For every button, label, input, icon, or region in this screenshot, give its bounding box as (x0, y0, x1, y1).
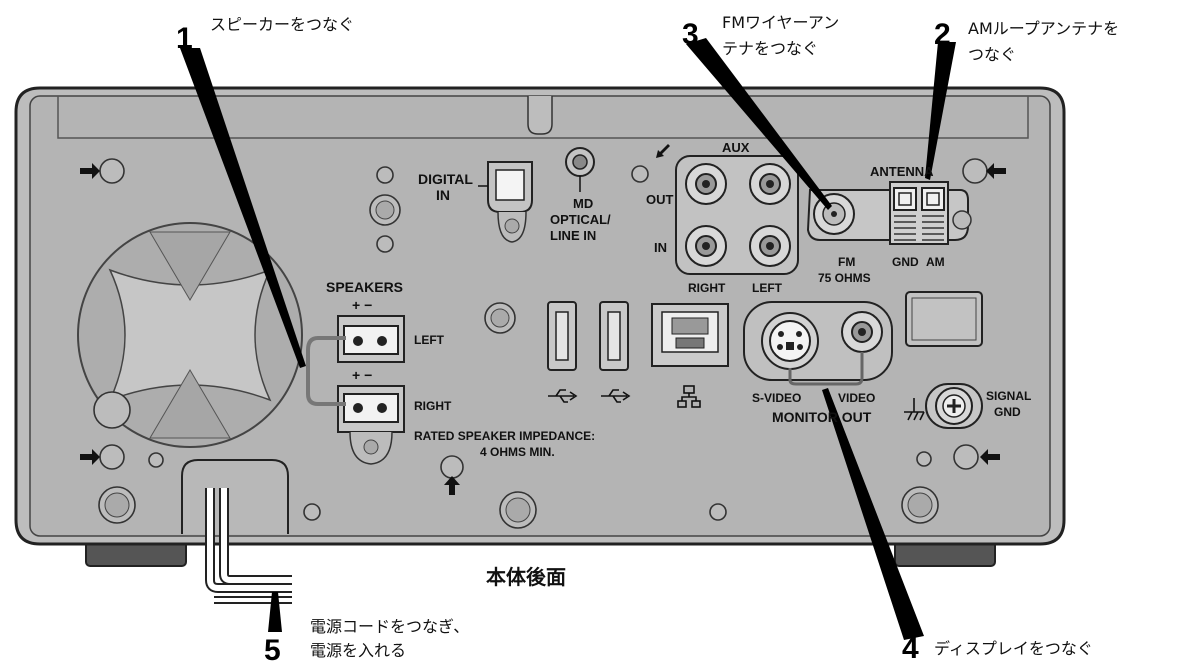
power-cord (181, 459, 292, 604)
arrow-diag-icon (656, 144, 670, 158)
label-in: IN (654, 240, 667, 255)
callout-4-text: ディスプレイをつなぐ (934, 639, 1093, 658)
label-signal: SIGNAL (986, 389, 1031, 403)
label-video: VIDEO (838, 391, 875, 405)
callout-5-number: 5 (264, 634, 281, 661)
callout-3-line2: テナをつなぐ (722, 39, 818, 58)
label-gnd: GND (892, 255, 919, 269)
blank-plate-inner (911, 297, 977, 341)
md-optical-jack (565, 147, 595, 192)
callout-2-line1: AMループアンテナを (968, 19, 1119, 38)
top-rail (57, 96, 1029, 139)
label-signal-gnd: GND (994, 405, 1021, 419)
callout-3-number: 3 (682, 18, 699, 51)
caption: 本体後面 (486, 565, 566, 589)
top-tab (527, 96, 553, 135)
hole-inner (490, 308, 510, 328)
arrow-right-icon (80, 449, 100, 465)
pointer-4 (822, 388, 924, 640)
callout-4-number: 4 (902, 632, 919, 661)
callout-5-line1: 電源コードをつなぎ、 (310, 617, 469, 636)
label-digital-in: IN (436, 187, 450, 203)
hole-inner (907, 492, 933, 518)
label-antenna: ANTENNA (870, 164, 934, 179)
label-aux: AUX (722, 140, 750, 155)
usb-icon (548, 389, 631, 403)
pointer-3 (686, 38, 832, 210)
label-fm: FM (838, 255, 855, 269)
ground-icon (904, 398, 925, 421)
label-impedance-min: 4 OHMS MIN. (480, 445, 555, 459)
label-75-ohms: 75 OHMS (818, 271, 871, 285)
digital-in-port (478, 161, 533, 243)
speaker-terminals (337, 315, 405, 465)
callout-3-line1: FMワイヤーアン (722, 13, 839, 32)
label-monitor-out: MONITOR OUT (772, 409, 872, 425)
label-optical: OPTICAL/ (550, 212, 611, 227)
pointer-5 (268, 592, 282, 632)
callout-2-line2: つなぐ (968, 45, 1016, 64)
lan-port (651, 303, 729, 367)
label-plus-minus-right: + − (352, 367, 372, 383)
antenna-terminals (806, 181, 972, 245)
callout-2-number: 2 (934, 18, 951, 51)
cooling-fan (77, 222, 303, 448)
label-s-video: S-VIDEO (752, 391, 801, 405)
aux-jacks (675, 155, 799, 275)
hole-inner (104, 492, 130, 518)
signal-gnd-terminal (925, 383, 983, 429)
label-md: MD (573, 196, 593, 211)
monitor-out-ports (743, 301, 893, 386)
speaker-cable (306, 336, 346, 406)
label-out: OUT (646, 192, 674, 207)
hole-inner (375, 200, 395, 220)
screw-holes (93, 158, 988, 529)
label-plus-minus-left: + − (352, 297, 372, 313)
arrow-icons (80, 144, 1006, 495)
network-icon (677, 385, 701, 408)
label-am: AM (926, 255, 945, 269)
callout-1-number: 1 (176, 22, 193, 55)
label-digital: DIGITAL (418, 171, 473, 187)
label-line-in: LINE IN (550, 228, 596, 243)
blank-plate (905, 291, 983, 347)
hole-inner (505, 497, 531, 523)
label-speaker-left: LEFT (414, 333, 445, 347)
label-left: LEFT (752, 281, 783, 295)
callout-5-line2: 電源を入れる (310, 641, 406, 660)
callout-1-text: スピーカーをつなぐ (210, 15, 354, 34)
label-impedance: RATED SPEAKER IMPEDANCE: (414, 429, 595, 443)
pointer-2 (925, 42, 956, 180)
arrow-left-icon (980, 449, 1000, 465)
usb-ports (547, 301, 629, 371)
arrow-up-icon (444, 476, 460, 495)
callout-pointers (180, 38, 956, 640)
label-right: RIGHT (688, 281, 726, 295)
arrow-left-icon (986, 163, 1006, 179)
pointer-1 (180, 48, 306, 368)
label-speakers: SPEAKERS (326, 279, 403, 295)
arrow-right-icon (80, 163, 100, 179)
label-speaker-right: RIGHT (414, 399, 452, 413)
